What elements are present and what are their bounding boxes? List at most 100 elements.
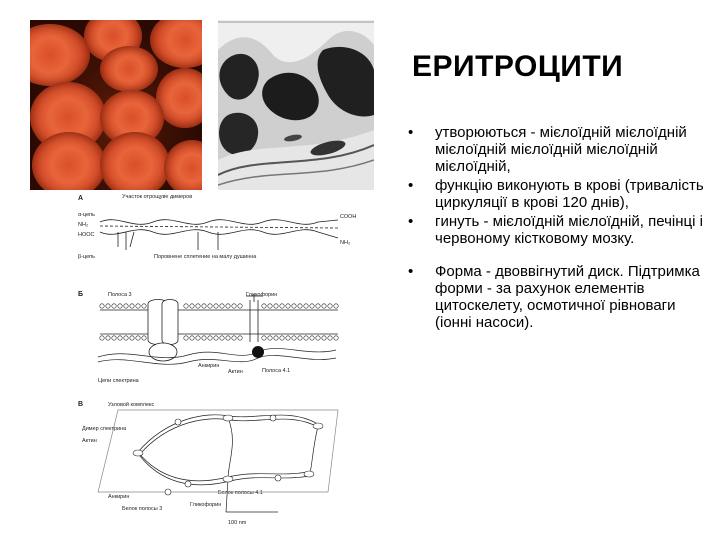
lipid-head [219,335,225,341]
lipid-head [261,303,267,309]
photo-erythrocytes-tem [218,20,374,190]
lipid-head [315,335,321,341]
spectrin-chains [97,348,337,365]
lipid-head [309,303,315,309]
bullet-shape: Форма - двоввігнутий диск. Підтримка фор… [405,263,710,331]
panel-c-ankyrin: Анкирин [108,494,129,500]
panel-c-glycophorin: Гликофорин [190,502,221,508]
panel-c-band3: Белок полосы 3 [122,506,162,512]
lipid-head [111,303,117,309]
lipid-head [99,303,105,309]
panel-a-letter: А [78,195,83,202]
lipid-head [231,335,237,341]
erythrocyte-cell [100,132,170,190]
lipid-head [105,303,111,309]
panel-a-end-left-c: НООС [78,232,95,238]
bullet-destruction: гинуть - мієлоїдній мієлоїдній, печінці … [405,213,710,247]
lipid-head [105,335,111,341]
lipid-head [231,303,237,309]
panel-b-letter: Б [78,291,83,298]
lipid-head [279,303,285,309]
lipid-head [297,335,303,341]
lipid-head [237,335,243,341]
lipid-head [285,303,291,309]
lipid-head [273,335,279,341]
lipid-head [309,335,315,341]
lipid-head [327,335,333,341]
panel-b-band3: Полоса 3 [108,292,132,298]
erythrocyte-cell [100,46,158,92]
lipid-head [123,303,129,309]
lipid-head [111,335,117,341]
lipid-head [129,335,135,341]
lipid-head [291,303,297,309]
lipid-head [267,335,273,341]
lipid-head [207,335,213,341]
panel-c-band41: Белок полосы 4.1 [218,490,263,496]
panel-a-end-right: СООН [340,214,356,220]
panel-c-actin: Актин [82,438,97,444]
cytoskeleton-diagram: А Участок отрощуве димеров α-цепь СООН N… [78,194,356,526]
lipid-head [189,303,195,309]
panel-b-spectrin: Цепи спектрина [98,378,140,384]
lipid-head [273,303,279,309]
lipid-head [195,335,201,341]
cytoskeleton-network [97,409,339,513]
erythrocyte-cell [150,20,202,68]
slide-title: ЕРИТРОЦИТИ [412,50,624,83]
band3-protein [147,299,179,362]
actin-node [252,346,264,358]
panel-a-beta-label: β-цепь [78,254,95,260]
panel-b-glycophorin: Гликофорин [246,292,277,298]
bullet-formation: утворюються - мієлоїдній мієлоїдній мієл… [405,124,710,175]
membrane-lipids [99,303,339,341]
lipid-head [333,335,339,341]
panel-b-ankyrin: Анкирин [198,363,219,369]
lipid-head [201,303,207,309]
panel-a-chain-label: α-цепь [78,212,95,218]
membrane-bilayer [100,309,338,335]
panel-a-bottom-label: Поровнене сплетение на малу душинна [154,254,257,260]
lipid-head [135,303,141,309]
lipid-head [291,335,297,341]
lipid-head [195,303,201,309]
glycophorin-protein [246,294,262,342]
lipid-head [201,335,207,341]
lipid-head [135,335,141,341]
lipid-head [129,303,135,309]
junction-complexes [132,414,324,496]
lipid-head [303,335,309,341]
erythrocyte-cell [30,24,90,86]
lipid-head [141,335,147,341]
lipid-head [183,303,189,309]
lipid-head [225,303,231,309]
panel-c-letter: В [78,401,83,408]
lipid-head [219,303,225,309]
erythrocyte-cell [32,132,106,190]
erythrocyte-cell [164,140,202,190]
lipid-head [315,303,321,309]
lipid-head [327,303,333,309]
panel-a-end-right-n: NH₂ [340,240,350,246]
lipid-head [321,303,327,309]
lipid-head [141,303,147,309]
lipid-head [213,335,219,341]
lipid-head [267,303,273,309]
lipid-head [123,335,129,341]
lipid-head [261,335,267,341]
lipid-head [285,335,291,341]
lipid-head [207,303,213,309]
lipid-head [213,303,219,309]
lipid-head [117,335,123,341]
panel-c-scale: 100 nm [228,520,247,526]
panel-a-top-label: Участок отрощуве димеров [122,194,192,200]
lipid-head [303,303,309,309]
lipid-head [117,303,123,309]
panel-c-junction: Узловой комплекс [108,401,155,408]
panel-c-dimer: Димер спектрина [82,426,127,432]
lipid-head [321,335,327,341]
bullet-function: функцію виконують в крові (тривалість ци… [405,177,710,211]
panel-b-actin: Актин [228,369,243,375]
lipid-head [297,303,303,309]
lipid-head [99,335,105,341]
